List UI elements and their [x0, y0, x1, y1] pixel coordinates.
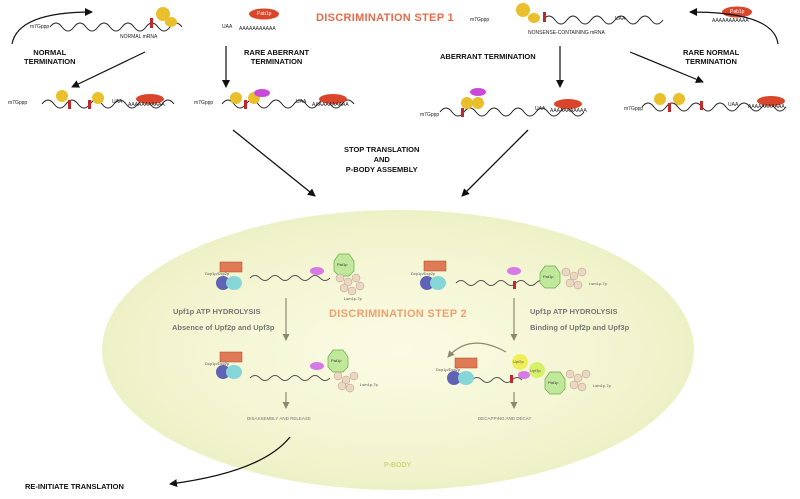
polya-label-tl: AAAAAAAAAAA: [239, 26, 276, 32]
pbody-label: P-BODY: [384, 462, 412, 469]
mrna-aberrant-termination: [439, 88, 585, 117]
stop-label-tr: UAA: [615, 16, 626, 22]
reinitiate-label: RE-INITIATE TRANSLATION: [25, 482, 124, 491]
pbody-right-complex-2: [447, 354, 591, 395]
polya-label-r2c: AAAAAAAAAAA: [550, 108, 587, 114]
rare-normal-label: RARE NORMAL TERMINATION: [683, 48, 740, 66]
lsm-label-2: Lsm1p-7p: [360, 382, 378, 387]
dcp-label-1: Dcp1p/Dcp2p: [205, 271, 230, 276]
mrna-rare-aberrant-termination: [221, 89, 355, 109]
pbody-left-text2: Absence of Upf2p and Upf3p: [172, 323, 275, 332]
stop-label-r2c: UAA: [535, 106, 546, 112]
lsm-label-3: Lsm1p-7p: [589, 281, 607, 286]
arrow-recycle-right: [689, 8, 779, 45]
aberrant-termination-label: ABERRANT TERMINATION: [440, 52, 536, 61]
upf2-label: Upf2p: [513, 359, 524, 364]
arrow-rare-normal: [629, 51, 704, 84]
pat-label-1: Pat1p: [337, 262, 348, 267]
p-body-ellipse: [102, 210, 694, 490]
pab-label-tl: Pab1p: [257, 11, 272, 17]
stop-label-r2a: UAA: [112, 99, 123, 105]
mrna-normal-termination: [41, 90, 175, 109]
pbody-left-complex-1: [216, 253, 365, 296]
lsm-label-1: Lsm1p-7p: [344, 296, 362, 301]
title-step2: DISCRIMINATION STEP 2: [329, 308, 467, 320]
cap-label-tr: m7Gppp: [470, 17, 490, 23]
normal-termination-label: NORMAL TERMINATION: [24, 48, 76, 66]
dcp-label-4: Dcp1p/Dcp2p: [436, 367, 461, 372]
arrow-normal-termination: [71, 51, 146, 88]
dcp-label-3: Dcp1p/Dcp2p: [411, 271, 436, 276]
nonsense-mrna-label: NONSENSE-CONTAINING mRNA: [528, 30, 605, 36]
stop-label-r2b: UAA: [296, 99, 307, 105]
upf3-label: Upf3p: [530, 368, 541, 373]
pat-label-4: Pat1p: [548, 380, 559, 385]
polya-label-tr: AAAAAAAAAAA: [712, 18, 749, 24]
pab-label-tr: Pab1p: [730, 9, 745, 15]
pbody-left-complex-2: [216, 349, 359, 393]
arrow-to-pbody-right: [461, 129, 529, 197]
pat-label-2: Pat1p: [331, 358, 342, 363]
left-outcome-label: DISASSEMBLY AND RELEASE: [247, 416, 311, 421]
cap-label-r2c: m7Gppp: [420, 112, 440, 118]
pbody-right-complex-1: [420, 260, 587, 290]
arrow-to-pbody-left: [232, 129, 316, 197]
pbody-right-text2: Binding of Upf2p and Upf3p: [530, 323, 630, 332]
pbody-right-text1: Upf1p ATP HYDROLYSIS: [530, 307, 618, 316]
polya-label-r2a: AAAAAAAAAAA: [128, 102, 165, 108]
rare-aberrant-label: RARE ABERRANT TERMINATION: [244, 48, 310, 66]
right-outcome-label: DECAPPING AND DECAY: [478, 416, 532, 421]
dcp-label-2: Dcp1p/Dcp2p: [205, 361, 230, 366]
cap-label-r2a: m7Gppp: [8, 100, 28, 106]
stop-label-r2d: UAA: [728, 102, 739, 108]
pbody-left-text1: Upf1p ATP HYDROLYSIS: [173, 307, 261, 316]
cap-label-tl: m7Gppp: [30, 24, 50, 30]
lsm-label-4: Lsm1p-7p: [593, 383, 611, 388]
cap-label-r2d: m7Gppp: [624, 106, 644, 112]
stop-translation-label: STOP TRANSLATION AND P-BODY ASSEMBLY: [344, 145, 420, 174]
arrow-reinitiate: [169, 436, 291, 488]
cap-label-r2b: m7Gppp: [194, 100, 214, 106]
arrow-right-curve: [447, 342, 507, 358]
title-step1: DISCRIMINATION STEP 1: [316, 12, 454, 24]
normal-mrna-top: [49, 7, 279, 32]
polya-label-r2b: AAAAAAAAAAA: [312, 102, 349, 108]
stop-label-tl: UAA: [222, 24, 233, 30]
polya-label-r2d: AAAAAAAAAAA: [748, 104, 785, 110]
pat-label-3: Pat1p: [543, 274, 554, 279]
mrna-rare-normal-termination: [641, 93, 787, 112]
arrow-recycle-left: [11, 8, 93, 45]
normal-mrna-label: NORMAL mRNA: [120, 34, 158, 40]
